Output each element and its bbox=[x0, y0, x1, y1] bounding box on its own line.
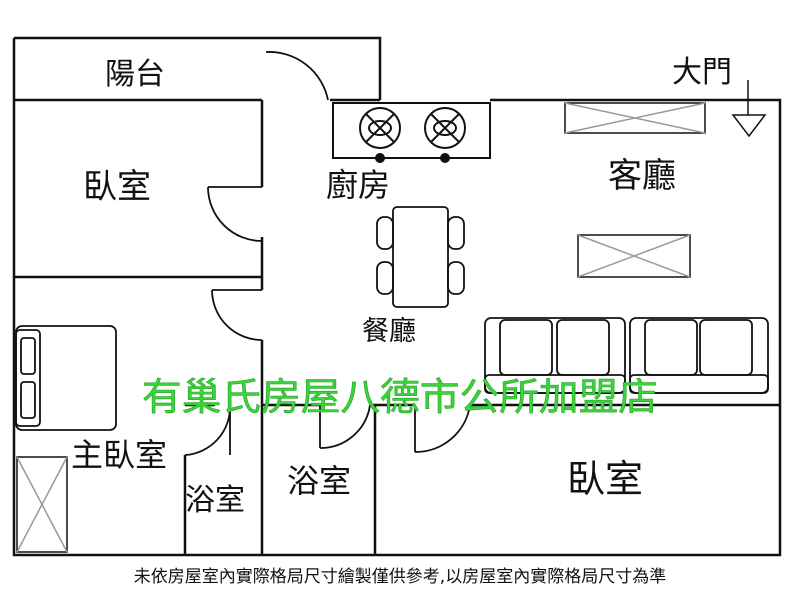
disclaimer-note: 未依房屋室內實際格局尺寸繪製僅供參考,以房屋室內實際格局尺寸為準 bbox=[133, 567, 667, 587]
room-label-bathroom-2: 浴室 bbox=[287, 462, 351, 500]
bedroom-se-door bbox=[414, 404, 471, 453]
master-bath-wall bbox=[183, 403, 215, 555]
sofa-icon bbox=[484, 317, 769, 394]
master-bath-door bbox=[184, 404, 231, 456]
bath-door bbox=[319, 404, 371, 449]
room-label-balcony: 陽台 bbox=[105, 57, 165, 92]
room-label-bathroom-1: 浴室 bbox=[185, 483, 245, 518]
master-bedroom-door bbox=[211, 289, 263, 341]
dining-table-icon bbox=[376, 206, 465, 308]
outer-wall bbox=[12, 36, 782, 557]
bed-icon bbox=[15, 325, 117, 431]
bedroom-nw-door bbox=[207, 186, 263, 242]
wardrobe-icon bbox=[16, 456, 68, 553]
stove-icon bbox=[332, 102, 491, 163]
entrance-arrow-icon bbox=[731, 80, 767, 138]
cabinet-icon bbox=[564, 102, 706, 278]
entrance-label: 大門 bbox=[672, 55, 732, 90]
room-label-living-room: 客廳 bbox=[608, 156, 676, 196]
room-label-master-bedroom: 主臥室 bbox=[71, 436, 167, 474]
room-label-kitchen: 廚房 bbox=[326, 166, 390, 204]
watermark: 有巢氏房屋八德市公所加盟店 bbox=[142, 375, 658, 419]
balcony-door bbox=[265, 51, 329, 101]
room-label-bedroom-se: 臥室 bbox=[567, 457, 643, 501]
room-label-dining-room: 餐廳 bbox=[362, 316, 416, 347]
room-label-bedroom-nw: 臥室 bbox=[83, 167, 151, 207]
